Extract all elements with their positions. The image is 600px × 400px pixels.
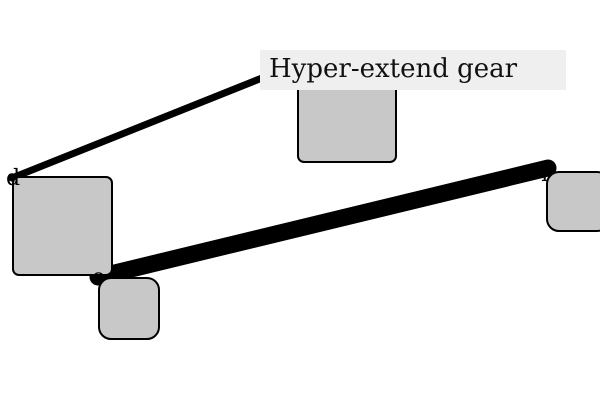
thick-connector-bar[interactable]	[89, 159, 557, 286]
right-label: r	[541, 162, 552, 187]
thin-connector-line	[8, 74, 266, 182]
top-middle-block[interactable]	[297, 77, 397, 163]
left-block[interactable]	[12, 176, 113, 276]
tooltip-label: Hyper-extend gear	[260, 50, 566, 90]
bottom-small-block[interactable]	[98, 277, 160, 340]
right-block[interactable]	[546, 171, 600, 232]
left-label: d	[6, 166, 20, 191]
mid-label: e	[92, 265, 105, 290]
